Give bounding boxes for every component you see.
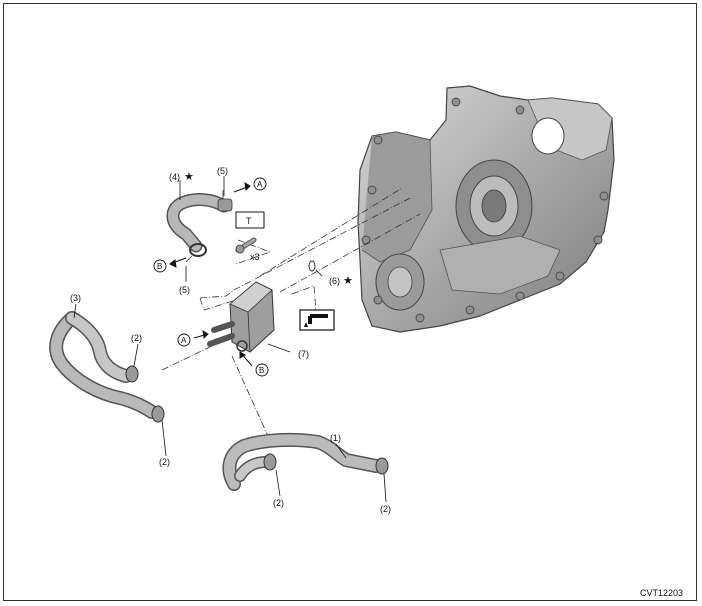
callout-3: (3) <box>70 293 81 303</box>
figure-frame <box>3 3 697 601</box>
reuse-star-icon: ★ <box>343 274 353 287</box>
transaxle-housing <box>357 85 615 333</box>
marker-b-left: B <box>153 259 167 273</box>
hose-4 <box>166 193 231 253</box>
callout-5-upper: (5) <box>217 166 228 176</box>
callout-4: (4) <box>169 172 180 182</box>
clamp-2-a <box>125 365 139 383</box>
svg-text:B: B <box>259 366 264 375</box>
clamp-5-upper <box>217 190 233 212</box>
callout-2-d: (2) <box>380 504 391 514</box>
svg-text:A: A <box>181 336 187 345</box>
bolt-quantity: x3 <box>250 252 260 262</box>
hose-1 <box>222 432 383 491</box>
leader-lines <box>73 176 387 503</box>
marker-a-upper: A <box>253 177 267 191</box>
marker-b-cooler: B <box>255 363 269 377</box>
o-ring-6 <box>308 260 316 272</box>
assembly-guide-lines <box>161 187 421 437</box>
clamp-2-b <box>151 405 165 423</box>
reuse-star-icon: ★ <box>184 170 194 183</box>
callout-5-lower: (5) <box>179 285 190 295</box>
callout-2-b: (2) <box>159 457 170 467</box>
callout-1: (1) <box>330 433 341 443</box>
clamp-2-d <box>375 457 389 475</box>
callout-7: (7) <box>298 349 309 359</box>
callout-2-c: (2) <box>273 498 284 508</box>
figure-code: CVT12203 <box>640 588 683 598</box>
torque-box-icon: T <box>235 211 265 229</box>
svg-text:A: A <box>257 180 263 189</box>
marker-a-cooler: A <box>177 333 191 347</box>
oil-cooler-7 <box>207 281 275 353</box>
fluid-apply-icon <box>299 309 335 331</box>
svg-text:B: B <box>157 262 162 271</box>
callout-6: (6) <box>329 276 340 286</box>
clamp-2-c <box>263 453 277 471</box>
torque-label: T <box>246 216 252 226</box>
flow-arrows <box>169 182 253 367</box>
clamp-5-lower <box>185 243 207 263</box>
callout-2-a: (2) <box>131 333 142 343</box>
hose-3 <box>49 311 159 419</box>
bolt-icon <box>235 237 257 254</box>
